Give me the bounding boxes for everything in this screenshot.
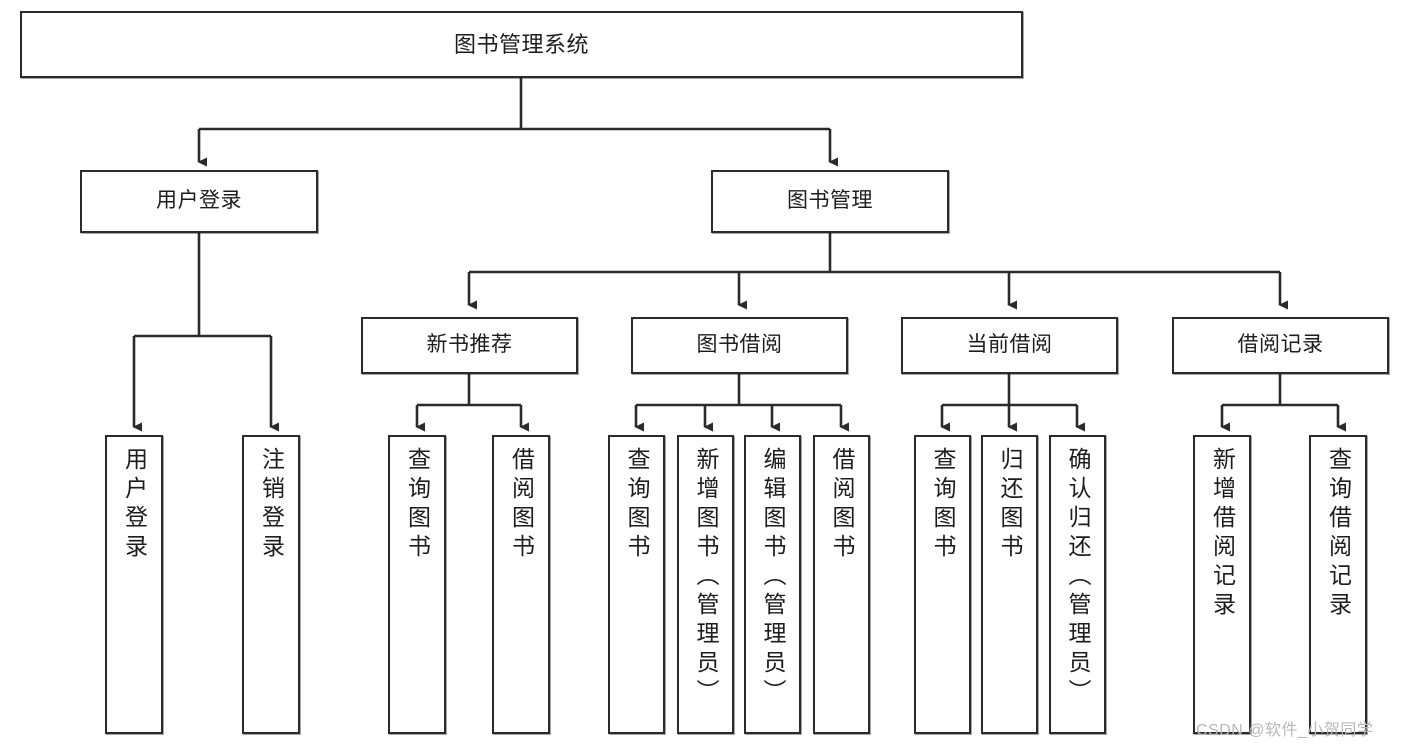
node-user-login[interactable]: 用户登录 [80,170,318,233]
node-label: 新书推荐 [426,333,513,357]
node-label: 归还图书 [997,447,1023,563]
node-label: 查询图书 [404,447,431,563]
node-label: 查询借阅记录 [1325,447,1352,621]
node-new-book-recommend[interactable]: 新书推荐 [361,317,578,374]
node-label: 图书借阅 [696,333,783,357]
node-leaf-query-book-current[interactable]: 查询图书 [914,435,971,734]
node-label: 借阅记录 [1237,333,1324,357]
node-book-management[interactable]: 图书管理 [711,170,949,233]
node-label: 图书管理 [787,189,873,213]
node-leaf-edit-book-admin[interactable]: 编辑图书（管理员） [744,435,801,734]
node-book-borrow[interactable]: 图书借阅 [631,317,848,374]
node-label: 新增图书（管理员） [693,447,719,708]
node-label: 注销登录 [258,447,285,563]
node-leaf-add-borrow-record[interactable]: 新增借阅记录 [1193,435,1251,734]
node-leaf-return-book[interactable]: 归还图书 [981,435,1038,734]
node-root-system[interactable]: 图书管理系统 [20,11,1023,78]
node-label: 当前借阅 [966,333,1053,357]
node-leaf-borrow-book[interactable]: 借阅图书 [813,435,870,734]
node-leaf-confirm-return-admin[interactable]: 确认归还（管理员） [1049,435,1106,734]
node-leaf-user-login[interactable]: 用户登录 [105,435,163,734]
node-label: 借阅图书 [829,447,855,563]
node-leaf-query-book-recommend[interactable]: 查询图书 [388,435,446,734]
node-borrow-record[interactable]: 借阅记录 [1172,317,1389,374]
node-current-borrow[interactable]: 当前借阅 [901,317,1118,374]
node-label: 新增借阅记录 [1209,447,1236,621]
node-label: 查询图书 [930,447,956,563]
node-label: 编辑图书（管理员） [760,447,786,708]
node-leaf-query-book-borrow[interactable]: 查询图书 [608,435,665,734]
node-label: 用户登录 [121,447,148,563]
node-label: 用户登录 [156,189,242,213]
node-label: 确认归还（管理员） [1065,447,1091,708]
node-leaf-add-book-admin[interactable]: 新增图书（管理员） [677,435,734,734]
node-leaf-borrow-book-recommend[interactable]: 借阅图书 [492,435,550,734]
node-label: 借阅图书 [508,447,535,563]
csdn-watermark: CSDN @软件_小贺同学 [1196,722,1374,739]
node-leaf-logout[interactable]: 注销登录 [242,435,300,734]
node-label: 查询图书 [624,447,650,563]
node-leaf-query-borrow-record[interactable]: 查询借阅记录 [1309,435,1367,734]
node-label: 图书管理系统 [453,31,589,57]
